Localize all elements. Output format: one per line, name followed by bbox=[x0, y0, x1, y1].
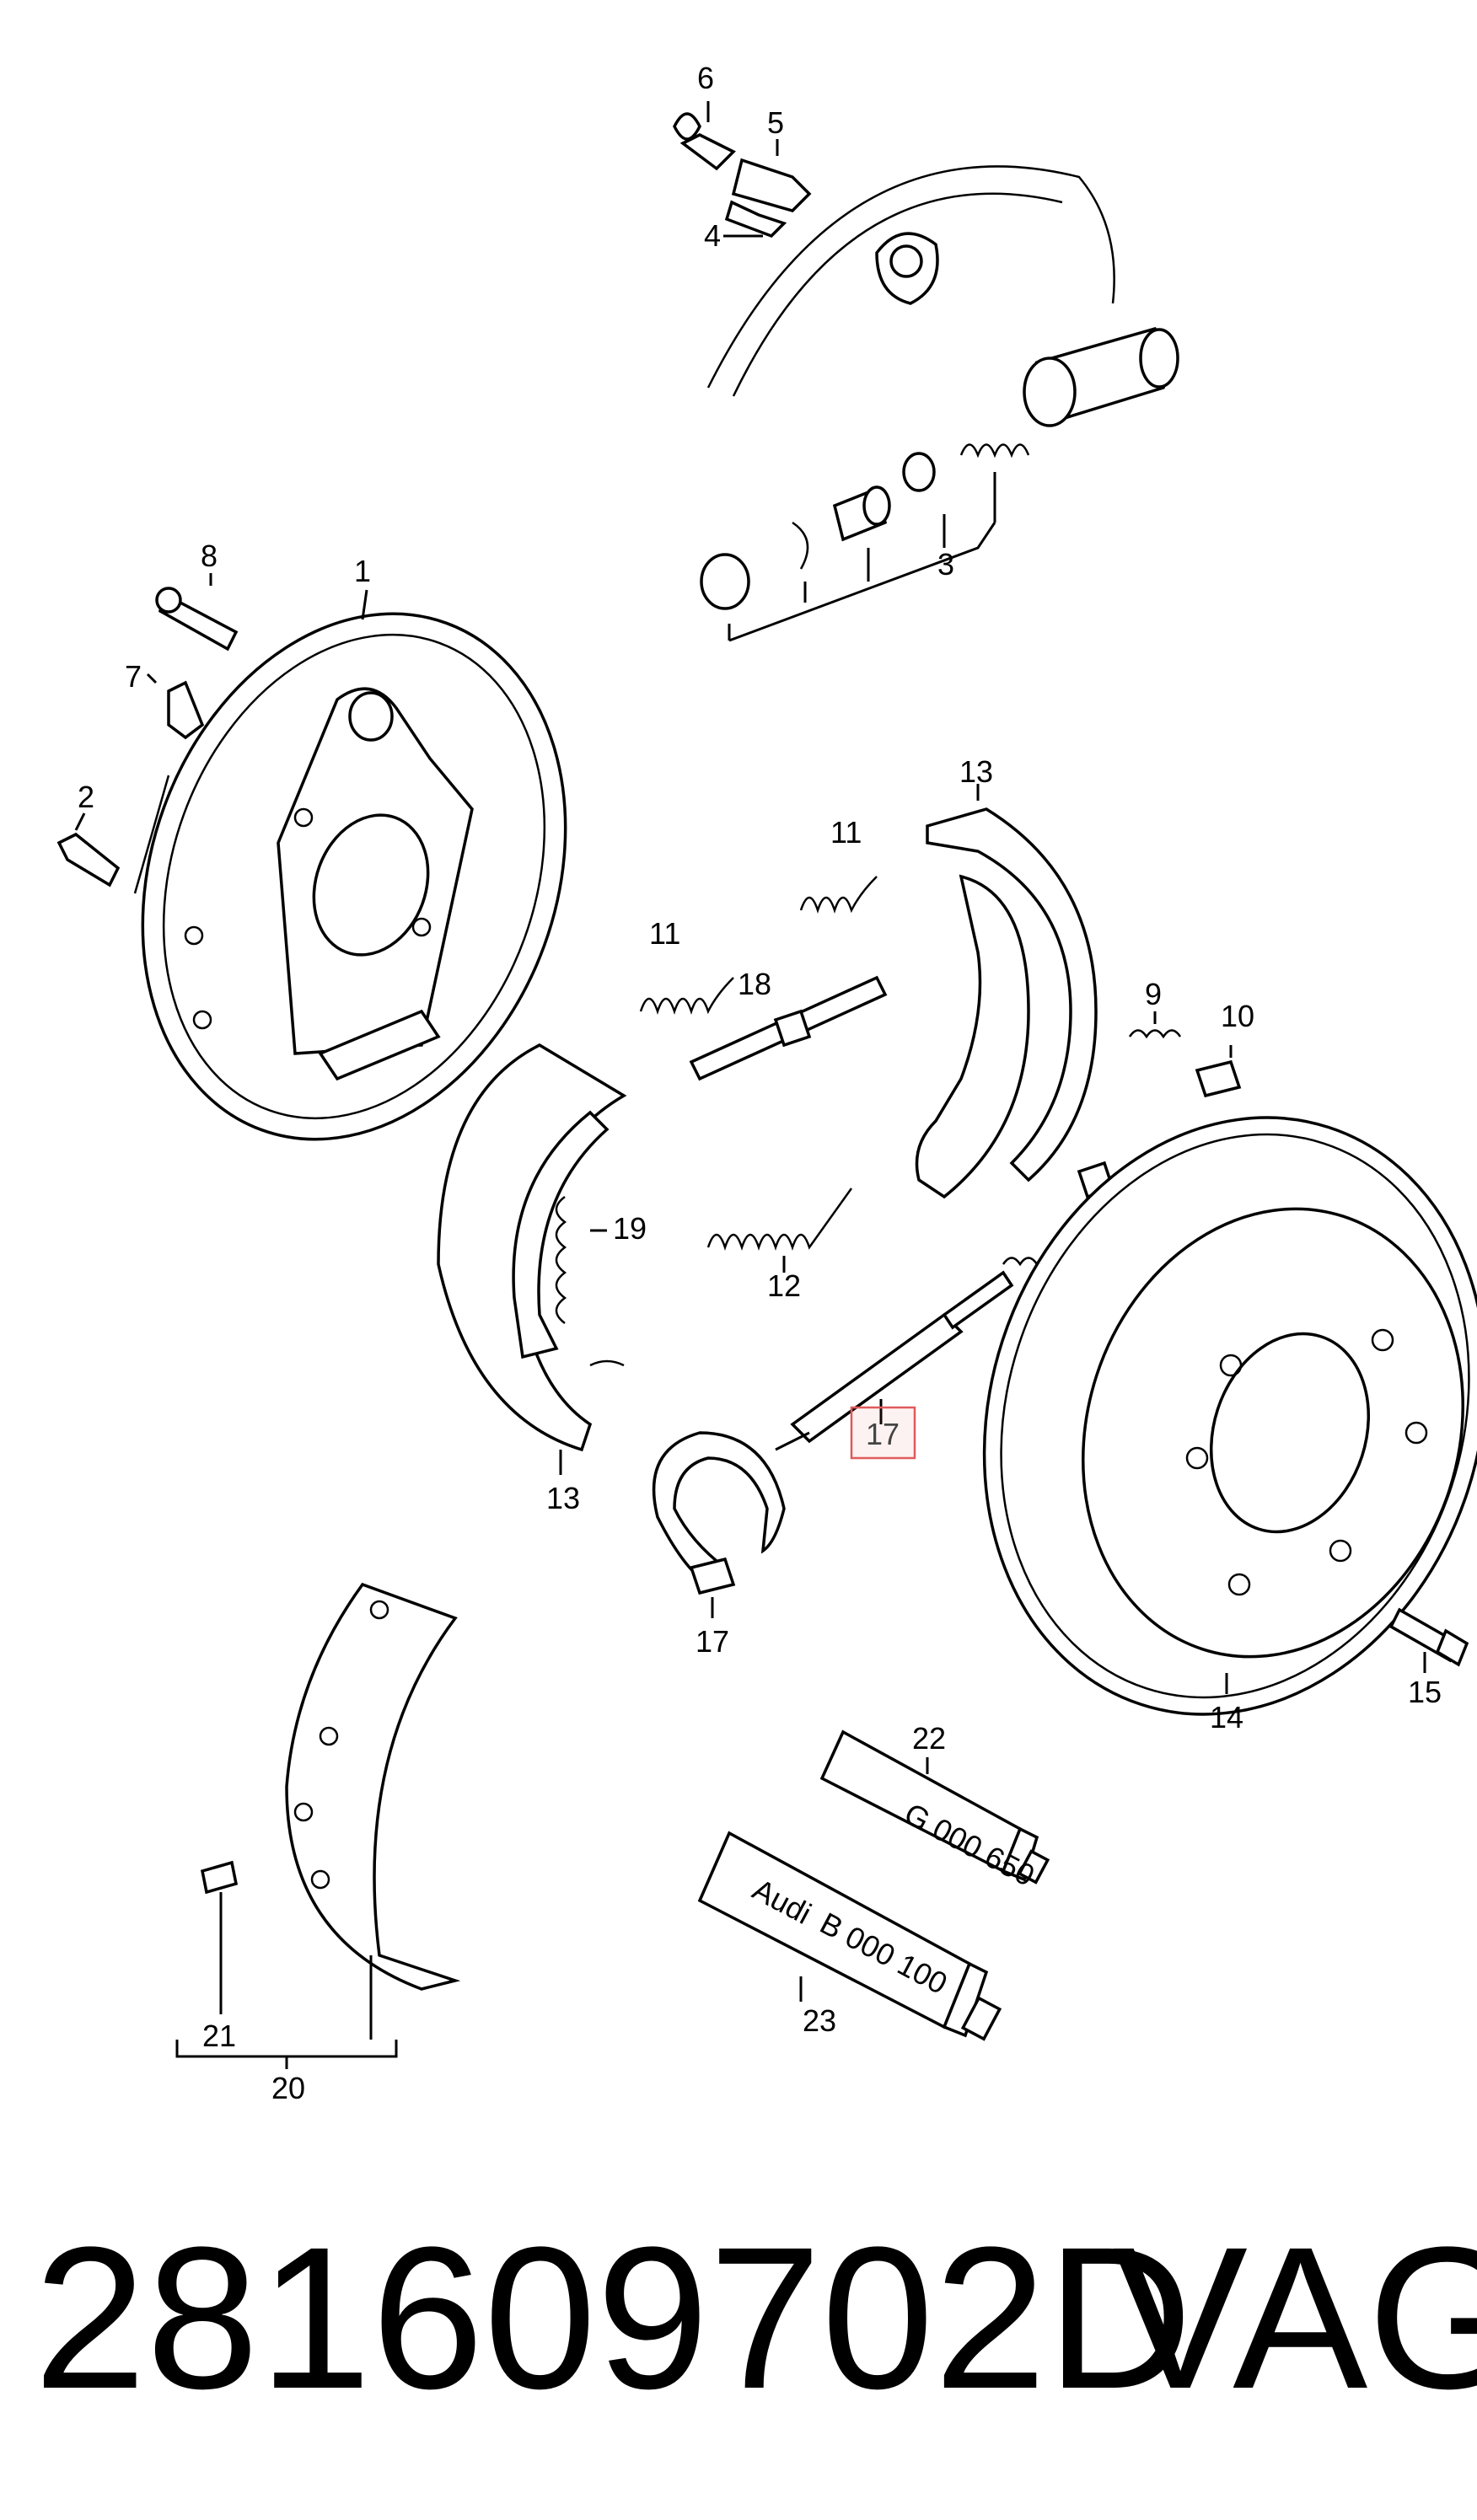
callout-1: 1 bbox=[354, 554, 371, 588]
callout-19: 18 bbox=[738, 967, 771, 1001]
callout-16: 15 bbox=[1408, 1675, 1442, 1709]
callout-21: 20 bbox=[271, 2071, 305, 2105]
bolt-16 bbox=[1388, 1607, 1469, 1673]
tube-24: B 000 100 Audi bbox=[697, 1831, 1002, 2041]
tube-23: G 000 650 bbox=[819, 1729, 1050, 1893]
callout-13: 13 bbox=[546, 1481, 580, 1515]
brand-name: VAG bbox=[1113, 2205, 1477, 2431]
callout-labels: 6 5 4 3 8 1 7 2 13 11 11 18 9 10 19 12 1… bbox=[78, 61, 1442, 2105]
highlight-box bbox=[850, 1406, 916, 1460]
handbrake-cable bbox=[775, 1161, 1115, 1451]
backing-plate bbox=[133, 589, 567, 1141]
callout-22: 21 bbox=[202, 2019, 236, 2053]
callout-5: 5 bbox=[767, 105, 784, 140]
bracket-21 bbox=[175, 2040, 398, 2069]
parts-9-10 bbox=[1128, 1011, 1242, 1098]
callout-23: 22 bbox=[912, 1721, 946, 1756]
clip-18 bbox=[652, 1431, 786, 1618]
springs-and-adjuster bbox=[555, 876, 888, 1324]
footer: 281609702D VAG bbox=[0, 2191, 1477, 2444]
brake-lining-21 bbox=[285, 1582, 461, 2040]
callout-9: 9 bbox=[1145, 977, 1162, 1011]
callout-11-upper: 11 bbox=[830, 815, 862, 850]
callout-14: 13 bbox=[959, 754, 993, 789]
callout-7: 7 bbox=[125, 659, 142, 694]
callout-6: 6 bbox=[697, 61, 714, 95]
highlighted-callout-17: 17 bbox=[850, 1406, 916, 1460]
callout-3: 3 bbox=[937, 547, 954, 582]
brake-drum bbox=[982, 1116, 1477, 1716]
brake-shoe-14 bbox=[915, 784, 1098, 1199]
callout-11-lower: 11 bbox=[649, 916, 680, 951]
callout-15: 14 bbox=[1210, 1700, 1243, 1735]
callout-24: 23 bbox=[803, 2003, 836, 2038]
brake-shoe-13 bbox=[437, 1043, 627, 1475]
part-number: 281609702D bbox=[34, 2205, 1193, 2431]
backing-plate-hardware bbox=[56, 573, 239, 887]
callout-10: 10 bbox=[1221, 999, 1254, 1033]
rivet-22 bbox=[200, 1860, 239, 2014]
callout-17: 17 bbox=[866, 1417, 900, 1451]
wheel-cylinder-group bbox=[673, 101, 1179, 642]
callout-18: 17 bbox=[696, 1624, 729, 1659]
callout-4: 4 bbox=[704, 218, 721, 253]
callout-2: 2 bbox=[78, 780, 94, 814]
callout-20: 19 bbox=[613, 1211, 647, 1246]
callout-12: 12 bbox=[767, 1268, 801, 1303]
callout-8: 8 bbox=[201, 539, 218, 573]
